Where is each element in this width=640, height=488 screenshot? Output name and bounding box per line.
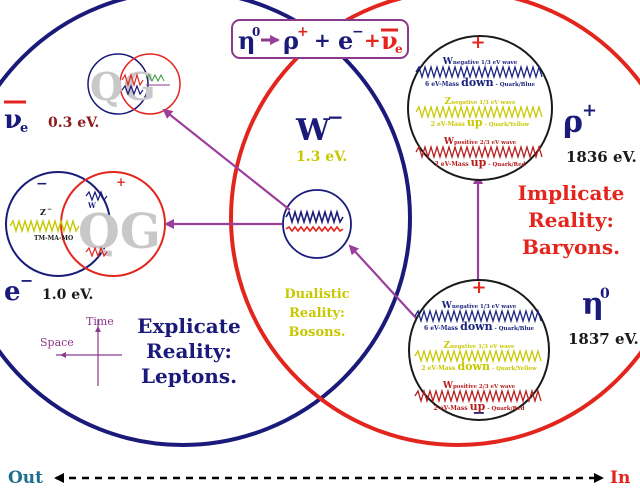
implicate-circle bbox=[229, 0, 640, 447]
eta-sup: 0 bbox=[600, 286, 610, 302]
z-sup: − bbox=[47, 206, 52, 213]
quark-label: Znegative 1/3 eV wave bbox=[444, 341, 515, 351]
qg-small-text: QG bbox=[90, 64, 156, 109]
spacetime-axes: Time Space bbox=[40, 315, 122, 386]
explicate-circle bbox=[0, 0, 412, 447]
quark-label: Znegative 1/3 eV wave bbox=[445, 97, 516, 107]
nu-symbol: ν bbox=[4, 105, 22, 135]
w-boson-circle bbox=[282, 189, 352, 259]
space-label: Space bbox=[40, 336, 74, 349]
electron-qg-diagram: QG − + Z − TM-MA-MO W bbox=[5, 171, 166, 277]
quark-wave bbox=[415, 144, 543, 160]
proton-plus: + bbox=[470, 32, 485, 53]
arrow-to-boson bbox=[348, 244, 417, 319]
neutron-minus: − bbox=[472, 403, 485, 422]
quark-label: 2 eV-Mass up - Quark/Red bbox=[435, 156, 526, 169]
implicate-line-3: Baryons. bbox=[522, 235, 620, 259]
nu-sub: e bbox=[20, 121, 28, 136]
eq-nu-sub: e bbox=[395, 42, 403, 56]
neutron-labels: Wnegative 1/3 eV wave 6 eV-Mass down - Qu… bbox=[421, 301, 537, 413]
electron-plus: + bbox=[116, 175, 126, 189]
quark-label: 6 eV-Mass down - Quark/Blue bbox=[424, 320, 535, 333]
eq-eta-sup: 0 bbox=[252, 25, 260, 39]
tm-label: TM-MA-MO bbox=[34, 235, 73, 242]
quark-label: 6 eV-Mass down - Quark/Blue bbox=[425, 76, 536, 89]
eq-electron: e bbox=[338, 26, 353, 55]
implicate-line-1: Implicate bbox=[518, 181, 625, 205]
time-label: Time bbox=[86, 315, 114, 328]
z-label: Z bbox=[40, 207, 46, 217]
w-boson-symbol: W bbox=[295, 113, 331, 148]
arrow-to-neutrino bbox=[162, 108, 291, 211]
electron-energy: 1.0 eV. bbox=[42, 287, 93, 303]
eta-symbol: η bbox=[582, 287, 604, 322]
eq-rho-sup: + bbox=[297, 24, 309, 40]
electron-minus: − bbox=[36, 176, 48, 192]
w-boson-sup: − bbox=[327, 105, 344, 129]
explicate-line-2: Reality: bbox=[146, 339, 232, 363]
proton-labels: Wnegative 1/3 eV wave 6 eV-Mass down - Qu… bbox=[425, 57, 536, 169]
quark-label: 2 eV-Mass up - Quark/Yellow bbox=[431, 116, 530, 129]
quark-label: 2 eV-Mass up - Quark/Red bbox=[434, 400, 525, 413]
quark-wave bbox=[414, 388, 542, 404]
neutron-plus: + bbox=[471, 277, 486, 298]
explicate-line-3: Leptons. bbox=[141, 364, 237, 388]
quark-label: 2 eV-Mass down - Quark/Yellow bbox=[421, 360, 537, 373]
eq-plus2: + bbox=[364, 28, 381, 52]
quark-label: Wnegative 1/3 eV wave bbox=[441, 301, 517, 311]
qg-large-text: QG bbox=[78, 204, 161, 260]
quark-label: Wnegative 1/3 eV wave bbox=[442, 57, 518, 67]
electron-sup: − bbox=[20, 271, 33, 290]
eq-rho: ρ bbox=[283, 26, 299, 55]
equation-box bbox=[231, 19, 409, 59]
dualistic-line-1: Dualistic bbox=[284, 287, 349, 302]
eta-energy: 1837 eV. bbox=[568, 330, 639, 348]
rho-energy: 1836 eV. bbox=[566, 148, 637, 166]
out-label: Out bbox=[8, 468, 43, 488]
implicate-line-2: Reality: bbox=[528, 208, 614, 232]
eq-plus1: + bbox=[314, 28, 331, 52]
dualistic-line-2: Reality: bbox=[289, 306, 345, 321]
quark-label: Wpositive 2/3 eV wave bbox=[443, 137, 517, 147]
quark-wave bbox=[414, 348, 542, 364]
quark-wave bbox=[415, 64, 543, 80]
w-boson-energy: 1.3 eV. bbox=[296, 149, 347, 165]
neutron-waves bbox=[414, 308, 542, 404]
nu-energy: 0.3 eV. bbox=[48, 115, 99, 131]
in-label: In bbox=[610, 468, 630, 488]
quark-wave bbox=[414, 308, 542, 324]
w-small-label: W bbox=[87, 201, 96, 210]
dualistic-line-3: Bosons. bbox=[289, 325, 346, 340]
quark-wave bbox=[415, 104, 543, 120]
quark-label: Wpositive 2/3 eV wave bbox=[442, 381, 516, 391]
eq-eta: η bbox=[238, 26, 255, 55]
proton-diagram: + Wnegative 1/3 eV wave 6 eV-Mass down - … bbox=[407, 32, 553, 181]
electron-symbol: e bbox=[4, 277, 21, 307]
proton-waves bbox=[415, 64, 543, 160]
eq-nu: ν bbox=[381, 26, 398, 55]
rho-symbol: ρ bbox=[563, 105, 583, 140]
neutrino-qg-diagram: QG bbox=[87, 53, 181, 115]
rho-sup: + bbox=[582, 100, 597, 121]
neutron-diagram: + − Wnegative 1/3 eV wave 6 eV-Mass down … bbox=[408, 277, 550, 422]
eq-electron-sup: − bbox=[352, 24, 364, 40]
explicate-line-1: Explicate bbox=[137, 314, 240, 338]
